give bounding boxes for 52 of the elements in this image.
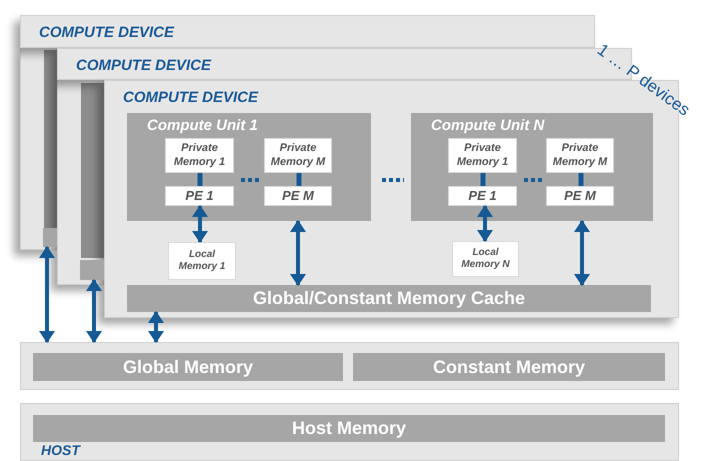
device-heading: COMPUTE DEVICE bbox=[39, 24, 174, 41]
compute-unit-panel bbox=[411, 113, 653, 221]
box-label: Local Memory N bbox=[460, 246, 511, 272]
memory-bar bbox=[353, 353, 665, 381]
memory-box bbox=[546, 138, 614, 173]
double-arrow bbox=[39, 246, 55, 343]
memory-box bbox=[264, 138, 332, 173]
memory-box bbox=[452, 241, 519, 277]
box-label: Private Memory 1 bbox=[172, 142, 226, 170]
connector-line bbox=[578, 173, 584, 186]
memory-box bbox=[546, 186, 614, 206]
unit-heading: Compute Unit N bbox=[431, 117, 544, 134]
double-arrow bbox=[148, 311, 164, 343]
memory-box bbox=[448, 138, 517, 173]
box-label: PE 1 bbox=[468, 188, 497, 204]
unit-heading: Compute Unit 1 bbox=[147, 117, 258, 134]
bar-label: Constant Memory bbox=[432, 356, 585, 378]
double-arrow bbox=[86, 279, 102, 343]
box-label: Private Memory M bbox=[270, 142, 326, 170]
panel-heading: HOST bbox=[41, 442, 80, 458]
device-panel bbox=[20, 15, 595, 48]
memory-panel bbox=[20, 342, 679, 390]
connector-line bbox=[480, 173, 486, 186]
box-label: Private Memory M bbox=[552, 142, 608, 170]
memory-bar bbox=[33, 353, 343, 381]
box-label: PE 1 bbox=[185, 188, 214, 204]
memory-box bbox=[168, 242, 236, 280]
memory-bar bbox=[33, 415, 665, 442]
device-heading: COMPUTE DEVICE bbox=[76, 57, 212, 74]
bar-label: Host Memory bbox=[292, 418, 406, 439]
box-label: PE M bbox=[564, 188, 596, 204]
memory-box bbox=[448, 186, 517, 206]
memory-box bbox=[264, 186, 332, 206]
connector-line bbox=[198, 173, 202, 186]
box-label: Local Memory 1 bbox=[178, 248, 226, 274]
memory-bar bbox=[127, 285, 651, 312]
box-label: Private Memory 1 bbox=[456, 142, 510, 170]
box-label: PE M bbox=[282, 188, 314, 204]
memory-box bbox=[165, 186, 234, 206]
double-arrow bbox=[192, 205, 208, 243]
device-heading: COMPUTE DEVICE bbox=[123, 89, 258, 106]
bar-label: Global/Constant Memory Cache bbox=[252, 288, 526, 309]
memory-bar bbox=[43, 228, 57, 247]
bar-label: Global Memory bbox=[122, 356, 254, 378]
double-arrow bbox=[574, 220, 590, 286]
memory-bar bbox=[80, 260, 104, 280]
memory-panel bbox=[20, 403, 679, 461]
double-arrow bbox=[477, 205, 493, 242]
compute-unit-panel bbox=[127, 113, 371, 221]
connector-line bbox=[296, 173, 302, 186]
double-arrow bbox=[290, 220, 306, 286]
memory-box bbox=[165, 138, 234, 173]
